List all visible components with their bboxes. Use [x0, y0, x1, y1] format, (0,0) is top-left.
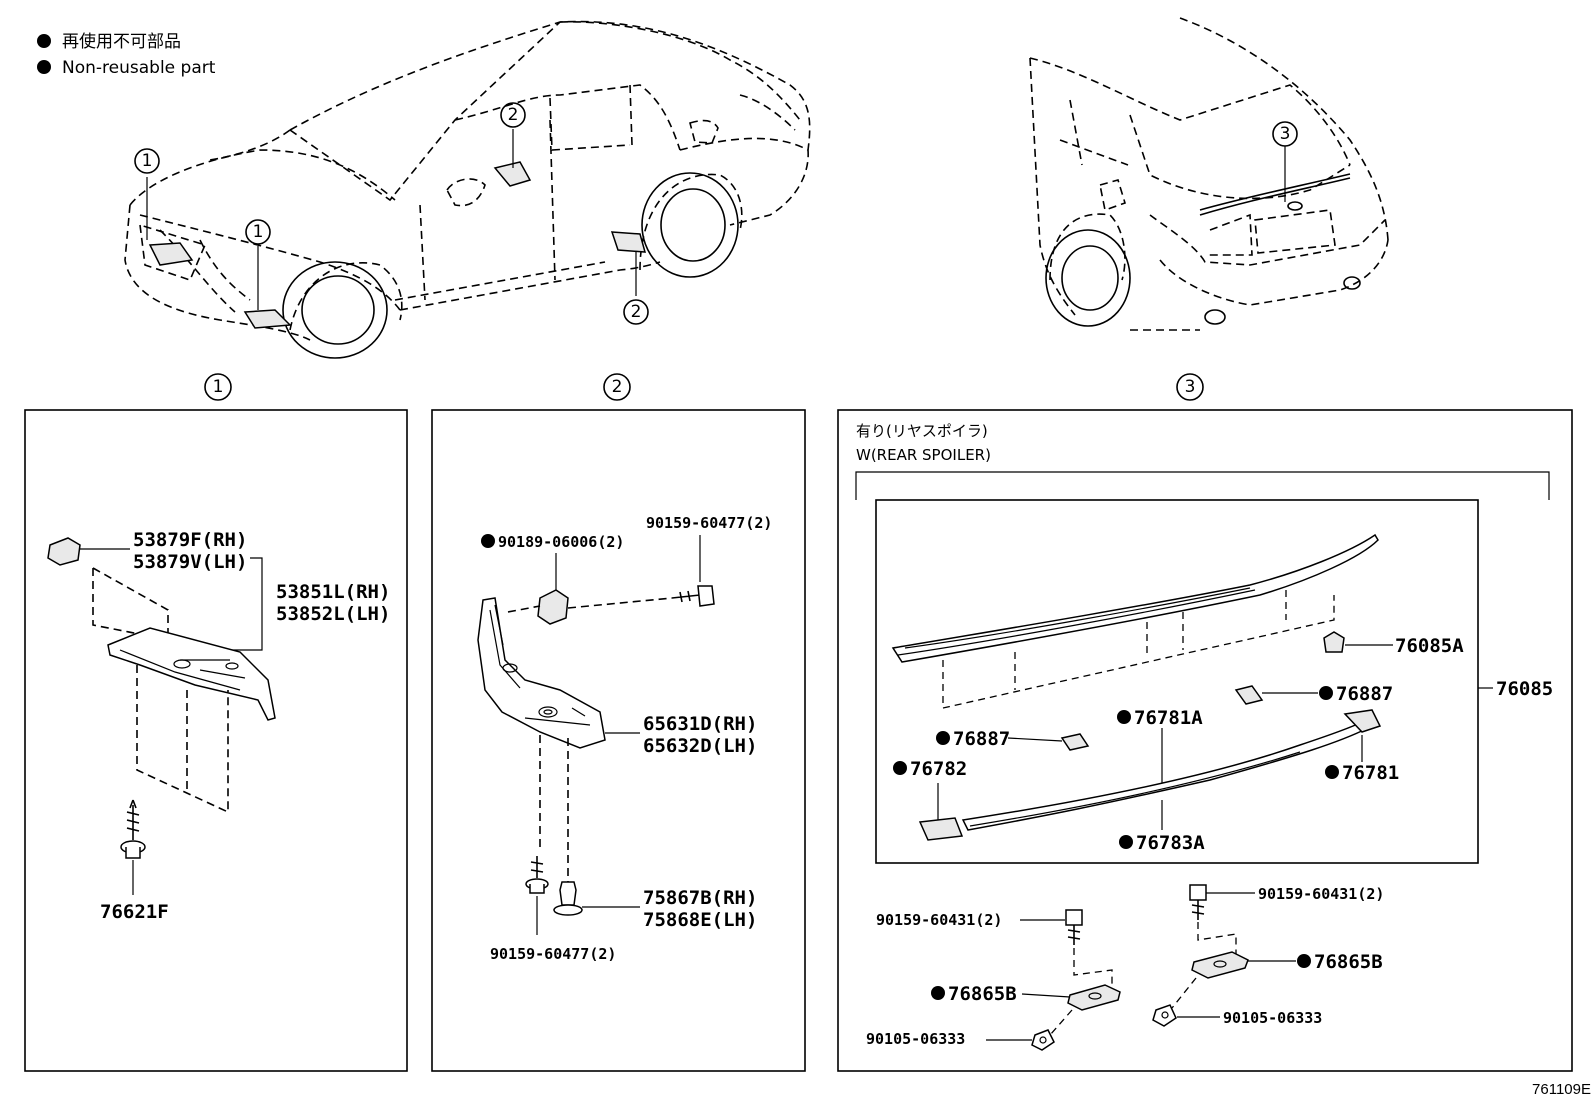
- part-65632D: 65632D(LH): [643, 735, 757, 757]
- callout-1a: 1: [134, 148, 160, 174]
- nonreusable-dot-icon: [1119, 835, 1133, 849]
- front-grille-part-icon: [148, 242, 194, 266]
- clip-76085A-icon: [1323, 631, 1345, 653]
- part-90105-06333-left: 90105-06333: [866, 1030, 965, 1048]
- callout-2a: 2: [500, 102, 526, 128]
- part-53879V: 53879V(LH): [133, 551, 247, 573]
- svg-text:2: 2: [508, 105, 519, 125]
- rear-spoiler-note-jp: 有り(リヤスポイラ): [856, 422, 988, 440]
- panel-1-label: 1: [204, 373, 232, 401]
- nonreusable-dot-icon: [37, 34, 51, 48]
- panel-2-label: 2: [603, 373, 631, 401]
- nonreusable-dot-icon: [1319, 686, 1333, 700]
- svg-text:1: 1: [253, 222, 264, 242]
- callout-1b: 1: [245, 219, 271, 245]
- bolt-90159-right-icon: [1189, 884, 1207, 920]
- part-75867B: 75867B(RH): [643, 887, 757, 909]
- nonreusable-dot-icon: [936, 731, 950, 745]
- part-90159-60431-right: 90159-60431(2): [1258, 885, 1384, 903]
- nut-90105-left-icon: [1031, 1029, 1055, 1051]
- nonreusable-dot-icon: [1325, 765, 1339, 779]
- part-76783A: 76783A: [1136, 832, 1205, 854]
- svg-text:1: 1: [142, 151, 153, 171]
- garnish-end-right-icon: [1343, 709, 1382, 733]
- legend-en: Non-reusable part: [62, 58, 216, 78]
- figure-id: 761109E: [1532, 1081, 1591, 1098]
- panel-1-frame: [24, 409, 408, 1072]
- panel-3-frame: [837, 409, 1573, 1072]
- legend: 再使用不可部品 Non-reusable part: [37, 31, 216, 78]
- clip-75867-icon: [553, 881, 583, 916]
- part-53852L: 53852L(LH): [276, 603, 390, 625]
- part-76865B-left: 76865B: [948, 983, 1017, 1005]
- part-75868E: 75868E(LH): [643, 909, 757, 931]
- bracket-76865B-right-icon: [1191, 951, 1249, 979]
- nonreusable-dot-icon: [893, 761, 907, 775]
- garnish-end-left-icon: [918, 817, 964, 841]
- part-76621F: 76621F: [100, 901, 169, 923]
- legend-jp: 再使用不可部品: [62, 31, 181, 52]
- car-rear-view: 3: [1029, 17, 1389, 331]
- part-76887-right: 76887: [1336, 683, 1393, 705]
- part-53879F: 53879F(RH): [133, 529, 247, 551]
- nonreusable-dot-icon: [481, 534, 495, 548]
- car-front-view: 1 1 2 2: [124, 20, 811, 359]
- part-65631D: 65631D(RH): [643, 713, 757, 735]
- panel-2: 90189-06006(2) 90159-60477(2) 65631D(RH)…: [431, 409, 806, 1072]
- clip-icon: [47, 537, 81, 566]
- part-76085A: 76085A: [1395, 635, 1464, 657]
- callout-3: 3: [1272, 121, 1298, 147]
- screw-76621F-icon: [120, 799, 146, 859]
- pad-76887-right-icon: [1234, 685, 1264, 705]
- svg-text:3: 3: [1185, 377, 1196, 397]
- panel-3-label: 3: [1176, 373, 1204, 401]
- svg-text:3: 3: [1280, 124, 1291, 144]
- part-53851L: 53851L(RH): [276, 581, 390, 603]
- callout-2b: 2: [623, 299, 649, 325]
- nonreusable-dot-icon: [1297, 954, 1311, 968]
- rear-spoiler-note-en: W(REAR SPOILER): [856, 446, 991, 464]
- nonreusable-dot-icon: [931, 986, 945, 1000]
- panel-2-frame: [431, 409, 806, 1072]
- pad-76887-left-icon: [1060, 733, 1090, 751]
- rocker-part-icon: [610, 231, 647, 253]
- panel-1: 53879F(RH) 53879V(LH) 53851L(RH) 53852L(…: [24, 409, 408, 1072]
- bolt-90159-left-icon: [1065, 909, 1083, 945]
- screw-90159-top-icon: [671, 585, 715, 607]
- nonreusable-dot-icon: [1117, 710, 1131, 724]
- bracket-76865B-left-icon: [1067, 984, 1121, 1011]
- fender-liner-bracket-icon: [107, 627, 276, 721]
- part-76781: 76781: [1342, 762, 1399, 784]
- part-90159-60431-left: 90159-60431(2): [876, 911, 1002, 929]
- part-76782: 76782: [910, 758, 967, 780]
- part-76781A: 76781A: [1134, 707, 1203, 729]
- nut-clip-icon: [537, 589, 569, 625]
- front-bumper-part-icon: [243, 309, 292, 329]
- svg-text:1: 1: [213, 377, 224, 397]
- svg-text:2: 2: [631, 302, 642, 322]
- part-90189-06006: 90189-06006(2): [498, 533, 624, 551]
- svg-text:2: 2: [612, 377, 623, 397]
- part-90105-06333-right: 90105-06333: [1223, 1009, 1322, 1027]
- spoiler-garnish-icon: [918, 709, 1382, 841]
- screw-90159-bottom-icon: [525, 856, 549, 894]
- spoiler-subassembly-frame: [875, 499, 1479, 864]
- part-90159-60477-top: 90159-60477(2): [646, 514, 772, 532]
- panel-3: 有り(リヤスポイラ) W(REAR SPOILER) 76085A 76085 …: [837, 409, 1573, 1072]
- part-76085: 76085: [1496, 678, 1553, 700]
- door-part-icon: [493, 161, 532, 187]
- mudguard-bracket-icon: [477, 597, 606, 749]
- nonreusable-dot-icon: [37, 60, 51, 74]
- rear-spoiler-icon: [891, 533, 1379, 663]
- part-90159-60477-bottom: 90159-60477(2): [490, 945, 616, 963]
- part-76865B-right: 76865B: [1314, 951, 1383, 973]
- nut-90105-right-icon: [1152, 1004, 1177, 1027]
- part-76887-left: 76887: [953, 728, 1010, 750]
